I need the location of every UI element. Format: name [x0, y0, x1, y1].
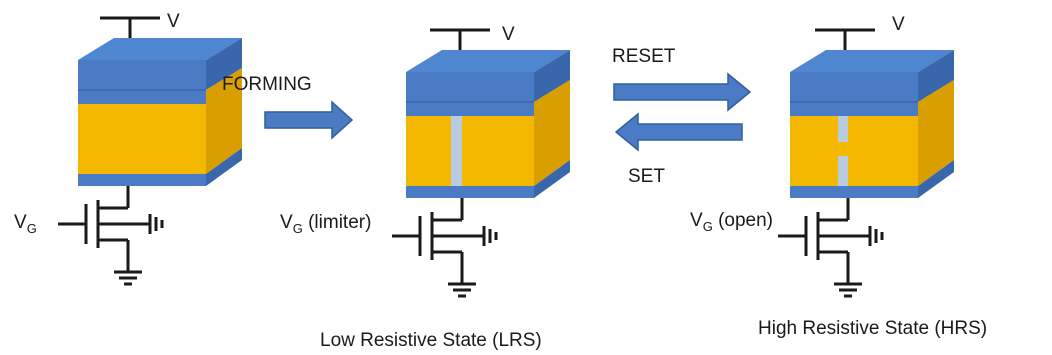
gate-label: VG (limiter) — [280, 212, 371, 236]
lrs-caption: Low Resistive State (LRS) — [320, 330, 542, 351]
device-stack — [405, 49, 571, 199]
reset-arrow — [613, 72, 752, 112]
cell-lrs: V VG (limiter) Low Resistive State (LRS) — [280, 24, 571, 351]
set-arrow — [614, 112, 743, 152]
gate-label: VG (open) — [690, 210, 773, 234]
set-label: SET — [628, 166, 665, 187]
cell-hrs: V VG (open) High Resistive State (HRS) — [690, 14, 987, 339]
cell-pristine: V VG — [14, 11, 243, 286]
voltage-label: V — [502, 24, 515, 45]
filament-lower-segment — [838, 156, 848, 186]
forming-arrow — [264, 100, 354, 140]
forming-label: FORMING — [222, 74, 312, 95]
access-transistor — [776, 196, 884, 298]
device-stack — [77, 37, 243, 187]
conductive-filament — [451, 116, 462, 186]
hrs-caption: High Resistive State (HRS) — [758, 318, 987, 339]
reset-set-transitions: RESET SET — [612, 46, 752, 187]
access-transistor — [390, 196, 498, 298]
gate-label: VG — [14, 212, 37, 236]
reset-label: RESET — [612, 46, 676, 67]
forming-transition: FORMING — [222, 74, 354, 140]
access-transistor — [56, 184, 164, 286]
device-stack — [789, 49, 955, 199]
voltage-label: V — [167, 11, 180, 32]
voltage-label: V — [892, 14, 905, 35]
filament-upper-segment — [838, 116, 848, 142]
